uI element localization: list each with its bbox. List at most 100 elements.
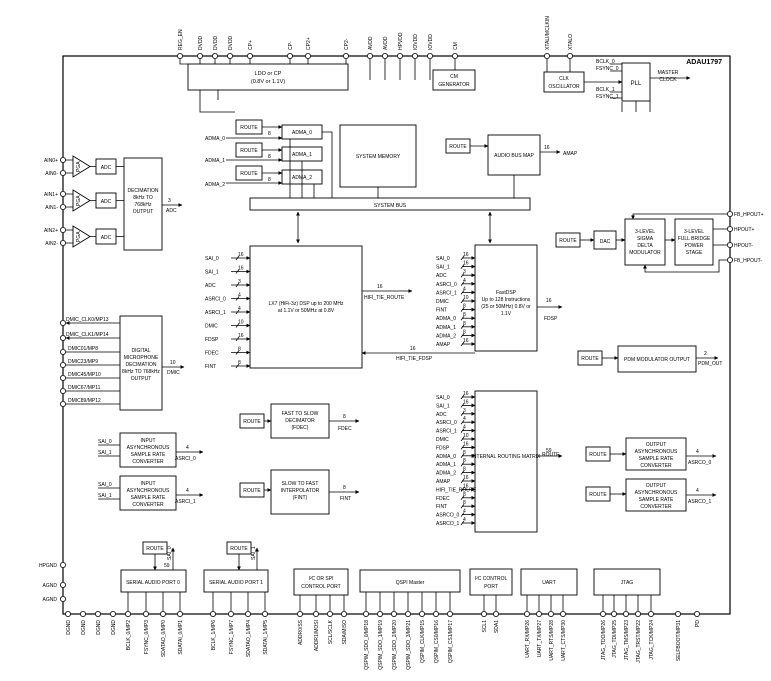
bottom-pin-label: QSPIM_CS1/MP17 xyxy=(448,620,454,663)
bus-width: 8 xyxy=(463,500,466,506)
bottom-pin-label: UART_CTS/MP30 xyxy=(561,620,567,661)
ain-pin: AIN0+ xyxy=(44,156,67,164)
route-label: ROUTE xyxy=(589,452,607,458)
bus-width: 8 xyxy=(268,154,271,160)
bottom-pin: QSPIM_SDO_0/MP18 xyxy=(362,611,370,670)
pin-pad xyxy=(227,611,234,618)
pga-label: PGA xyxy=(76,161,82,172)
cm-generator-block: CM GENERATOR xyxy=(432,69,476,91)
cm-generator-label: GENERATOR xyxy=(438,82,470,88)
gnd-pin-label: HPGND xyxy=(39,563,57,569)
analog-inputs: AIN0+ AIN0- AIN1+ AIN1- AIN2+ AIN2- PGA xyxy=(44,155,183,251)
input-asrc-label: CONVERTER xyxy=(132,502,164,508)
route-label: ROUTE xyxy=(581,356,599,362)
bus-input-label: ADMA_2 xyxy=(436,471,456,477)
bottom-pin: QSPIM_CLK/MP15 xyxy=(418,611,426,663)
sai-label: SAI_0 xyxy=(98,482,112,488)
top-pin-label: DVDD xyxy=(213,35,219,50)
bottom-pin: SDATAO_1/MP4 xyxy=(244,611,252,657)
i2c-control-label: PORT xyxy=(484,584,498,590)
pin-pad xyxy=(404,611,411,618)
pin-pad xyxy=(244,611,251,618)
ain-pin-label: AIN1+ xyxy=(44,192,58,198)
dac-label: DAC xyxy=(600,239,611,245)
bottom-pin-label: JTAG_TRST/MP22 xyxy=(636,620,642,663)
bottom-pin: FSYNC_0/MP3 xyxy=(142,611,150,654)
bottom-pin: UART_TX/MP27 xyxy=(536,611,543,657)
jtag-label: JTAG xyxy=(621,580,634,586)
route-label: ROUTE xyxy=(243,419,261,425)
gnd-pin: AGND xyxy=(43,596,67,603)
bus-slash xyxy=(460,272,465,278)
bus-width: 4 xyxy=(696,488,699,494)
bus-slash xyxy=(460,512,465,517)
output-asrc-label: SAMPLE RATE xyxy=(639,497,674,503)
bus-slash xyxy=(460,461,465,467)
top-pin-label: AVDD xyxy=(383,36,389,50)
pin-pad xyxy=(376,611,383,618)
bus-width: 8 xyxy=(463,321,466,327)
bus-slash xyxy=(460,453,465,459)
bus-width: 8 xyxy=(268,131,271,137)
adma-section: ROUTE ROUTE ROUTE ADMA_0 ADMA_1 ADMA_2 A… xyxy=(205,119,333,198)
adc-label: ADC xyxy=(101,165,112,171)
bus-slash xyxy=(235,363,240,369)
sai-label: SAI_0 xyxy=(167,546,173,560)
fastdsp-label: (25 or 50MHz) 0.8V or xyxy=(481,304,531,310)
bus-width: 16 xyxy=(238,252,244,258)
bus-input-label: ADMA_0 xyxy=(436,454,456,460)
pll-label: PLL xyxy=(631,81,642,87)
pin-pad xyxy=(390,611,397,618)
bottom-pin: ADDR0/SS xyxy=(296,611,304,645)
bus-input-label: FINT xyxy=(205,364,216,370)
ground-pins: HPGND AGND AGND xyxy=(39,562,67,603)
bus-input-label: FDSP xyxy=(205,337,219,343)
bus-width: 8 xyxy=(463,312,466,318)
bottom-pin: SDATAI_0/MP1 xyxy=(176,611,184,655)
hp-pin: FB_HPOUT- xyxy=(727,256,762,264)
amap-label: AMAP xyxy=(563,151,578,157)
bus-width: 8 xyxy=(238,347,241,353)
output-asrc-label: OUTPUT xyxy=(646,483,667,489)
ain-pin-label: AIN0+ xyxy=(44,158,58,164)
sigma-delta-label: SIGMA xyxy=(637,236,654,242)
bottom-pin-label: JTAG_TDO/MP26 xyxy=(601,620,607,660)
pin-pad xyxy=(80,611,87,618)
pga: PGA xyxy=(72,189,91,212)
bus-input-label: ASRCI_1 xyxy=(205,310,226,316)
output-asrc-label: OUTPUT xyxy=(646,442,667,448)
bus-input-label: FDSP xyxy=(436,445,450,451)
bus-width: 8 xyxy=(463,467,466,473)
top-pin: CP2+ xyxy=(305,37,312,60)
bottom-pin: BCLK_1/MP6 xyxy=(209,611,217,650)
bus-input-label: DMIC xyxy=(205,324,218,330)
route-label: ROUTE xyxy=(243,488,261,494)
top-pin: CP+ xyxy=(247,40,254,60)
serial-port-0-label: SERIAL AUDIO PORT 0 xyxy=(126,580,180,586)
bottom-pin: QSPIM_SDO_3/MP21 xyxy=(404,611,412,670)
dmic-pin-label: DMIC67/MP11 xyxy=(68,385,101,391)
dmic-section: DMIC_CLK0/MP13 DMIC_CLK1/MP14 DMIC01/MP8… xyxy=(60,315,185,411)
pga-label: PGA xyxy=(76,195,82,206)
top-pin: AVDD xyxy=(382,36,389,60)
fastdsp-label: Up to 128 Instructions xyxy=(482,297,531,303)
output-asrc-label: CONVERTER xyxy=(640,504,672,510)
ain-pin: AIN2- xyxy=(45,239,67,247)
bus-width: 4 xyxy=(463,416,466,422)
pin-pad xyxy=(65,611,72,618)
top-pin-label: AVDD xyxy=(368,36,374,50)
gnd-pin: AGND xyxy=(43,582,67,589)
adma-input-label: ADMA_1 xyxy=(205,158,225,164)
fint-label: (FINT) xyxy=(293,495,308,501)
bus-input-label: SAI_1 xyxy=(205,270,219,276)
adc-label: ADC xyxy=(101,199,112,205)
ain-pin: AIN0- xyxy=(45,169,67,177)
bus-input-label: DMIC xyxy=(436,299,449,305)
bus-width: 4 xyxy=(463,278,466,284)
dmic-pin: DMIC67/MP11 xyxy=(60,385,101,394)
bus-width: 16 xyxy=(463,399,469,405)
top-pin-label: CP2- xyxy=(344,38,350,50)
top-pin-label: XTALI/MCLKIN xyxy=(545,16,551,50)
